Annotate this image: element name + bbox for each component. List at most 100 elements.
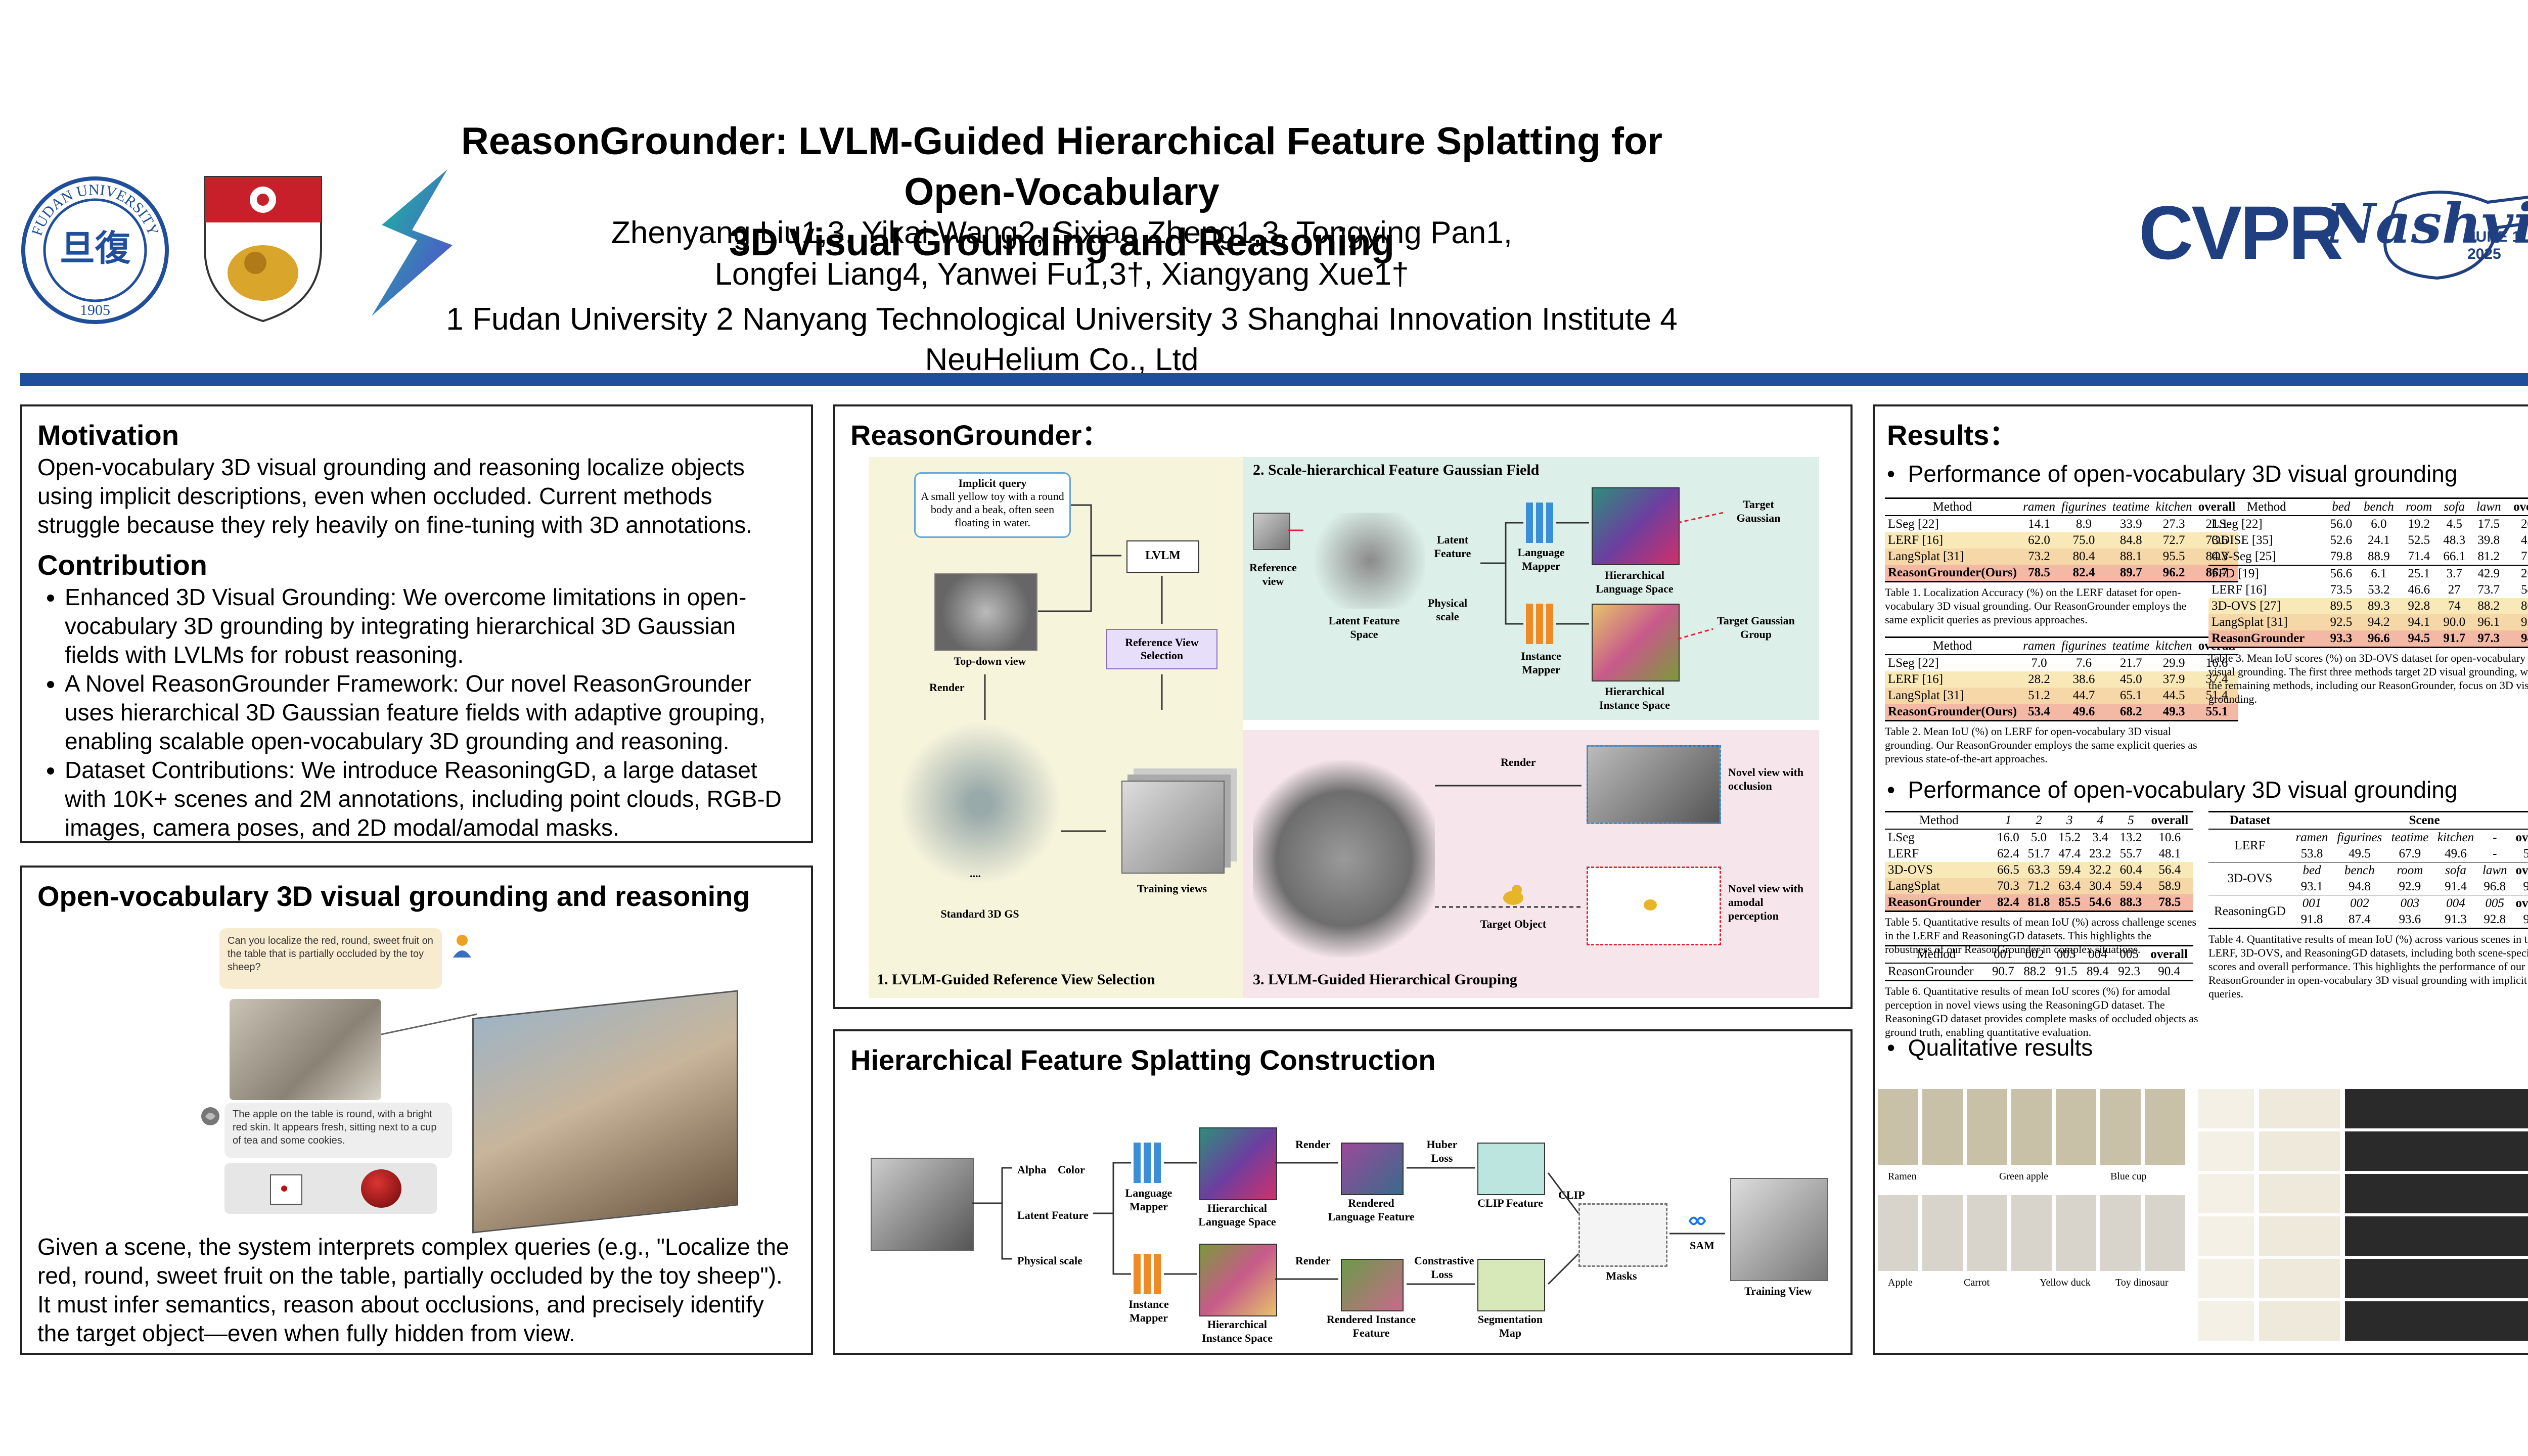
implicit-query-title: Implicit query (958, 477, 1027, 489)
training-views-label: Training views (1137, 882, 1207, 895)
header-divider (20, 373, 2528, 386)
contribution-list: Enhanced 3D Visual Grounding: We overcom… (37, 583, 796, 841)
table-6-caption: Table 6. Quantitative results of mean Io… (1885, 985, 2198, 1038)
scene-3d-cube (472, 990, 738, 1234)
table-row: 91.887.493.691.392.891.4 (2208, 912, 2528, 929)
results-panel: Results： • Performance of open-vocabular… (1873, 404, 2528, 1355)
rendered-inst-label: Rendered Instance Feature (1326, 1313, 1416, 1339)
motivation-panel: Motivation Open-vocabulary 3D visual gro… (20, 404, 813, 843)
t6-h: Method (1885, 945, 1988, 964)
hfs-hier-inst-label: Hierarchical Instance Space (1202, 1318, 1273, 1344)
training-views-stack (1121, 781, 1225, 874)
hfs-diagram: Alpha Color Latent Feature Physical scal… (850, 1087, 1836, 1344)
rendered-inst-image (1341, 1259, 1404, 1311)
grouped-scene-image (1253, 760, 1435, 958)
target-object-label: Target Object (1480, 918, 1547, 930)
rendered-lang-image (1341, 1143, 1404, 1195)
qual-label: Apple (1888, 1277, 1913, 1288)
rg-section-1: Implicit query A small yellow toy with a… (869, 457, 1243, 998)
contribution-item: Dataset Contributions: We introduce Reas… (65, 756, 796, 841)
seg-map-label: Segmentation Map (1477, 1313, 1543, 1339)
t3-h: bed (2324, 497, 2358, 516)
training-view-image (1730, 1178, 1828, 1281)
t3-h: Method (2208, 497, 2325, 516)
t3-h: overall (2506, 497, 2528, 516)
t4-h: Dataset (2208, 811, 2291, 830)
latent-feature-label: Latent Feature (1434, 533, 1471, 560)
hfs-alpha: Alpha (1017, 1163, 1047, 1176)
rendered-lang-label: Rendered Language Feature (1328, 1197, 1415, 1223)
hfs-panel: Hierarchical Feature Splatting Construct… (833, 1029, 1853, 1355)
results-bullet-2-text: Performance of open-vocabulary 3D visual… (1908, 777, 2458, 803)
connector-arrow (381, 1013, 477, 1035)
authors-line-1: Zhenyang Liu1,3, Yikai Wang2, Sixiao Zhe… (611, 215, 1512, 250)
table-row: ODISE [35]52.624.152.548.339.843.5 (2211, 533, 2528, 547)
affiliations: 1 Fudan University 2 Nanyang Technologic… (446, 302, 1678, 377)
reference-view-image (1253, 513, 1290, 550)
rg-section-3: Render Novel view with occlusion Target … (1243, 730, 1819, 998)
instance-mapper-label: Instance Mapper (1521, 650, 1561, 676)
language-mapper-block (1526, 503, 1556, 543)
contribution-heading: Contribution (37, 549, 207, 581)
implicit-query-text: A small yellow toy with a round body and… (921, 490, 1064, 529)
t6-h: 005 (2113, 945, 2145, 964)
standard-gs-label: Standard 3D GS (940, 907, 1019, 920)
table-row: FFD [19]56.66.125.13.742.926.9 (2211, 567, 2528, 580)
lvlm-box: LVLM (1126, 540, 1199, 573)
table-row: LangSplat [31]92.594.294.190.096.193.4 (2208, 614, 2528, 630)
fudan-logo-year: 1905 (80, 302, 110, 318)
instance-mapper-block (1526, 604, 1556, 644)
t2-h: overall (2195, 636, 2239, 655)
t6-h: 001 (1987, 945, 2019, 964)
table-row: ReasoningGD001002003004005overall (2214, 896, 2528, 918)
hfs-input-scene (871, 1158, 974, 1251)
motivation-heading: Motivation (37, 419, 179, 451)
results-bullet-3-text: Qualitative results (1908, 1034, 2093, 1061)
hier-instance-cube (1592, 604, 1680, 681)
duck-icon (1503, 885, 1523, 905)
hfs-instance-mapper-label: Instance Mapper (1128, 1298, 1169, 1324)
hfs-color: Color (1058, 1163, 1085, 1176)
table-row: 93.194.892.991.496.893.8 (2208, 879, 2528, 895)
implicit-query-box: Implicit query A small yellow toy with a… (914, 472, 1071, 538)
section1-arrows (984, 504, 1163, 832)
masks-label: Masks (1606, 1269, 1637, 1282)
t4-h: Scene (2291, 811, 2528, 830)
sii-logo (372, 169, 453, 316)
huber-loss-label: Huber Loss (1426, 1138, 1458, 1164)
clip-label: CLIP (1558, 1189, 1585, 1201)
rg-heading: ReasonGrounder： (850, 419, 1110, 451)
table-2-caption: Table 2. Mean IoU (%) on LERF for open-v… (1885, 725, 2197, 765)
t1-h: figurines (2058, 497, 2109, 516)
t3-h: lawn (2470, 497, 2507, 516)
hfs-language-mapper (1134, 1143, 1164, 1183)
t1-h: Method (1885, 497, 2020, 516)
target-gaussian-label: Target Gaussian (1736, 498, 1781, 524)
t1-h: teatime (2109, 497, 2153, 516)
cvpr-logo: CVPR Nashville JUNE 11-15, 2025 (2134, 172, 2528, 298)
table-row: OV-Seg [25]79.888.971.466.181.277.5 (2208, 549, 2528, 565)
hfs-arrows (972, 1162, 1725, 1285)
title-line-2: 3D Visual Grounding and Reasoning (729, 221, 1395, 264)
results-heading: Results： (1887, 419, 2018, 451)
t6-h: overall (2145, 945, 2193, 964)
masks-group (1578, 1203, 1667, 1267)
qual-label: Carrot (1964, 1277, 1990, 1288)
table-row: 53.849.567.949.6-55.2 (2208, 846, 2528, 862)
hier-inst-space-label: Hierarchical Instance Space (1599, 685, 1670, 711)
hier-language-cube (1592, 487, 1680, 565)
